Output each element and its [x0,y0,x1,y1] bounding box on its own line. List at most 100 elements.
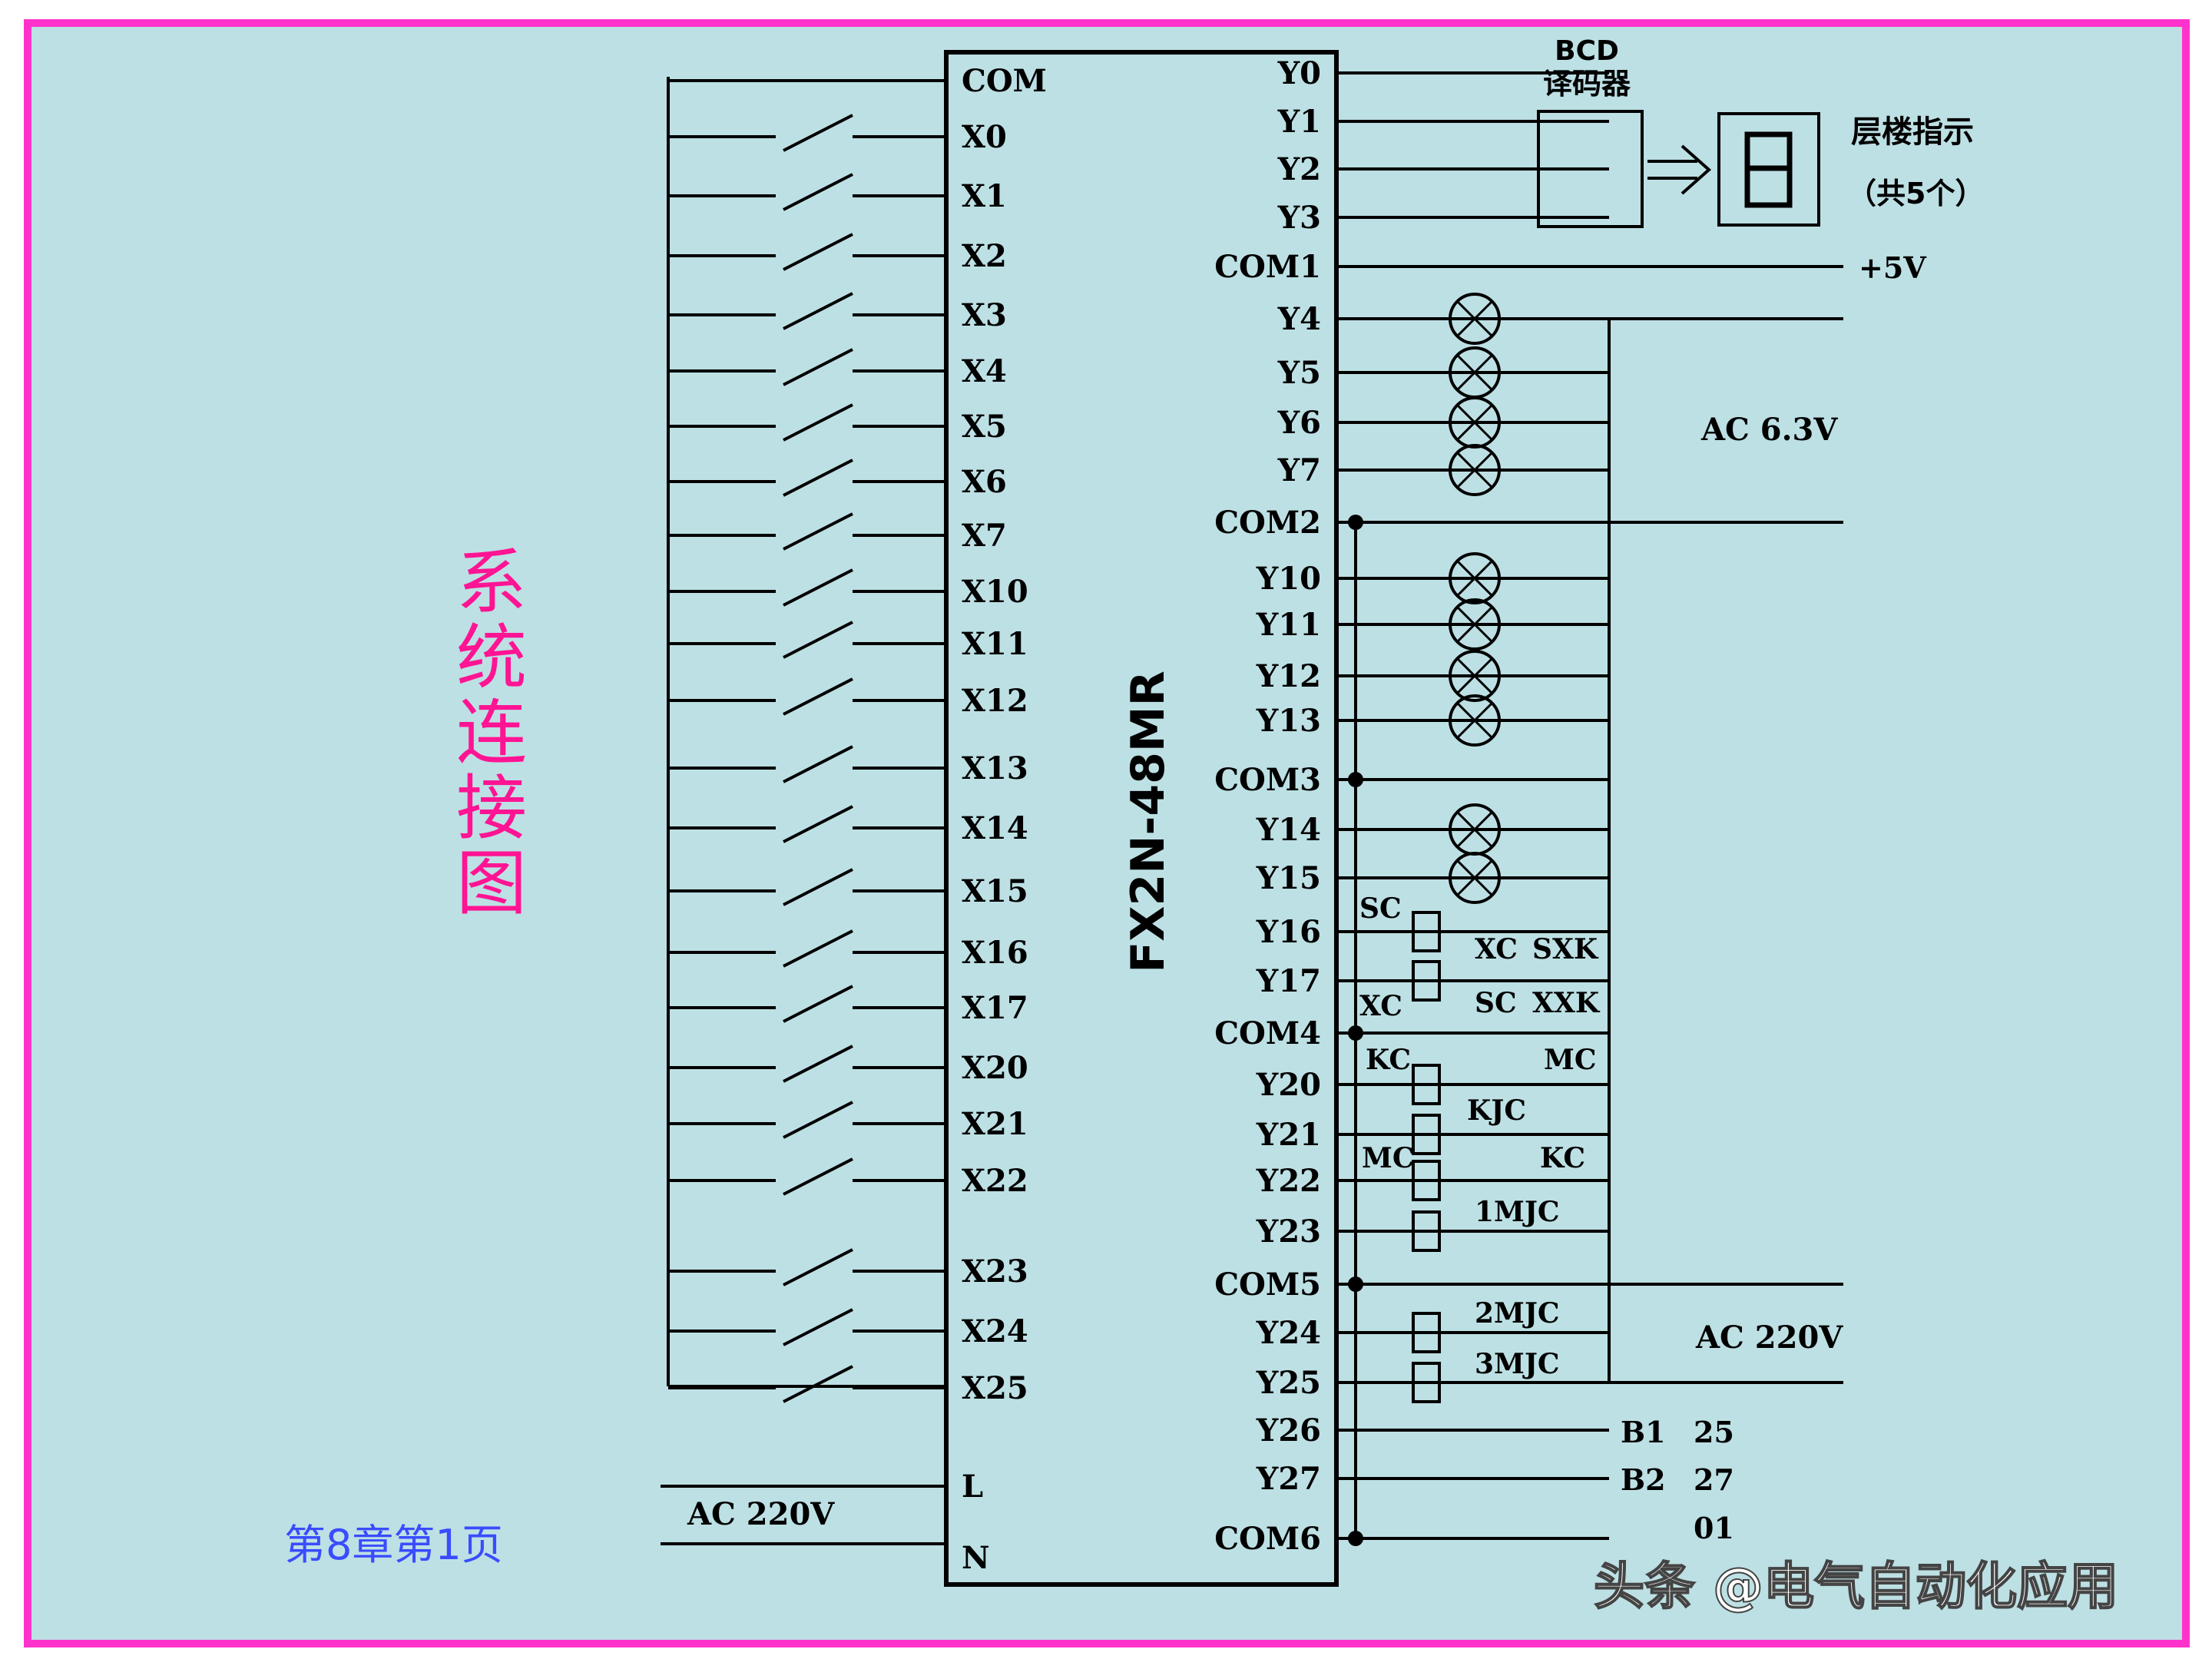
coil-label: MC [1362,1142,1415,1174]
left-terminal-label: X10 [962,574,1028,610]
plc-model: FX2N-48MR [1121,671,1175,973]
coil-label: 2MJC [1475,1297,1560,1330]
coil-label: SC [1359,892,1402,925]
output-label: 25 [1694,1415,1734,1449]
coil-icon [1412,1114,1441,1155]
diagram-title: 系统连接图 [456,541,527,925]
switch-contact [783,745,853,783]
left-terminal-label: L [962,1469,983,1505]
right-terminal-label: Y7 [1277,452,1321,488]
coil-icon [1412,1160,1441,1201]
right-terminal-label: Y15 [1256,860,1321,896]
page-frame [24,19,2190,1647]
switch-contact [783,568,853,607]
switch-contact [783,1101,853,1139]
right-terminal-label: Y17 [1256,963,1321,999]
switch-contact [783,1365,853,1403]
left-terminal-label: COM [962,63,1047,99]
output-label: B2 [1621,1462,1666,1497]
left-terminal-label: X16 [962,935,1028,971]
left-terminal-label: X14 [962,810,1028,846]
output-label: B1 [1621,1415,1666,1449]
lamp-icon [1449,444,1501,496]
lamp-icon [1449,598,1501,651]
seven-segment-display [1717,112,1820,227]
right-terminal-label: Y12 [1256,658,1321,694]
coil-label: KJC [1467,1094,1526,1127]
svg-text:系统连接图: 系统连接图 [456,541,527,925]
coil-label: SXK [1532,933,1599,965]
coil-label: XXK [1532,987,1601,1019]
junction [1348,772,1363,787]
coil-icon [1412,1312,1441,1353]
left-terminal-label: X21 [962,1106,1028,1142]
switch-contact [783,1157,853,1196]
watermark: 头条 @电气自动化应用 [1594,1557,2118,1616]
right-terminal-label: Y5 [1277,355,1321,391]
junction [1348,1531,1363,1546]
right-terminal-label: Y4 [1277,301,1321,337]
right-terminal-label: Y16 [1256,914,1321,950]
right-terminal-label: COM6 [1214,1521,1321,1557]
right-terminal-label: Y11 [1256,607,1321,643]
output-label: 01 [1694,1511,1734,1545]
left-terminal-label: X5 [962,409,1007,445]
right-terminal-label: COM3 [1214,762,1321,798]
lamp-icon [1449,293,1501,345]
switch-contact [783,114,853,152]
switch-contact [783,403,853,442]
coil-icon [1412,1210,1441,1252]
right-terminal-label: COM1 [1214,249,1321,285]
switch-contact [783,292,853,330]
coil-label: XC [1359,990,1402,1022]
lamp-icon [1455,403,1494,442]
right-terminal-label: Y24 [1256,1315,1321,1351]
left-terminal-label: X2 [962,238,1007,274]
coil-label: KC [1366,1044,1411,1076]
right-terminal-label: Y25 [1256,1365,1321,1401]
lamp-icon [1455,451,1494,489]
right-terminal-label: Y23 [1256,1214,1321,1250]
coil-icon [1412,911,1441,952]
coil-icon [1412,1064,1441,1105]
junction [1348,515,1363,530]
left-terminal-label: X23 [962,1253,1028,1290]
input-wiring [661,79,946,1545]
lamp-icon [1455,300,1494,338]
switch-contact [783,805,853,843]
right-terminal-label: Y0 [1277,55,1321,91]
switch-contact [783,677,853,716]
lamp-icon [1455,810,1494,849]
left-terminal-label: X12 [962,683,1028,719]
switch-contact [783,1045,853,1083]
right-terminal-label: COM4 [1214,1015,1321,1051]
left-terminal-label: X24 [962,1313,1028,1349]
lamp-icon [1455,559,1494,598]
switch-contact [783,621,853,659]
right-terminal-label: Y2 [1277,151,1321,187]
switch-contact [783,348,853,386]
lamp-icon [1455,605,1494,644]
lamp-icon [1455,701,1494,740]
left-terminal-label: X4 [962,353,1007,389]
left-terminal-label: X6 [962,464,1007,500]
left-terminal-label: X15 [962,873,1028,909]
switch-contact [783,929,853,968]
right-terminal-label: Y21 [1256,1117,1321,1153]
lamp-icon [1449,552,1501,604]
digit-eight-icon [1744,131,1793,208]
floor-indicator-count: （共5个） [1847,177,1984,210]
left-terminal-label: X17 [962,990,1028,1026]
switch-contact [783,868,853,906]
coil-icon [1412,1362,1441,1403]
bcd-label: BCD [1555,35,1619,67]
switch-contact [783,985,853,1023]
right-terminal-label: Y27 [1256,1461,1321,1497]
plc-box [944,50,1339,1587]
right-terminal-label: Y3 [1277,200,1321,236]
lamp-icon [1455,657,1494,695]
coil-label: SC [1475,987,1517,1019]
floor-indicator-label: 层楼指示 [1851,114,1974,150]
